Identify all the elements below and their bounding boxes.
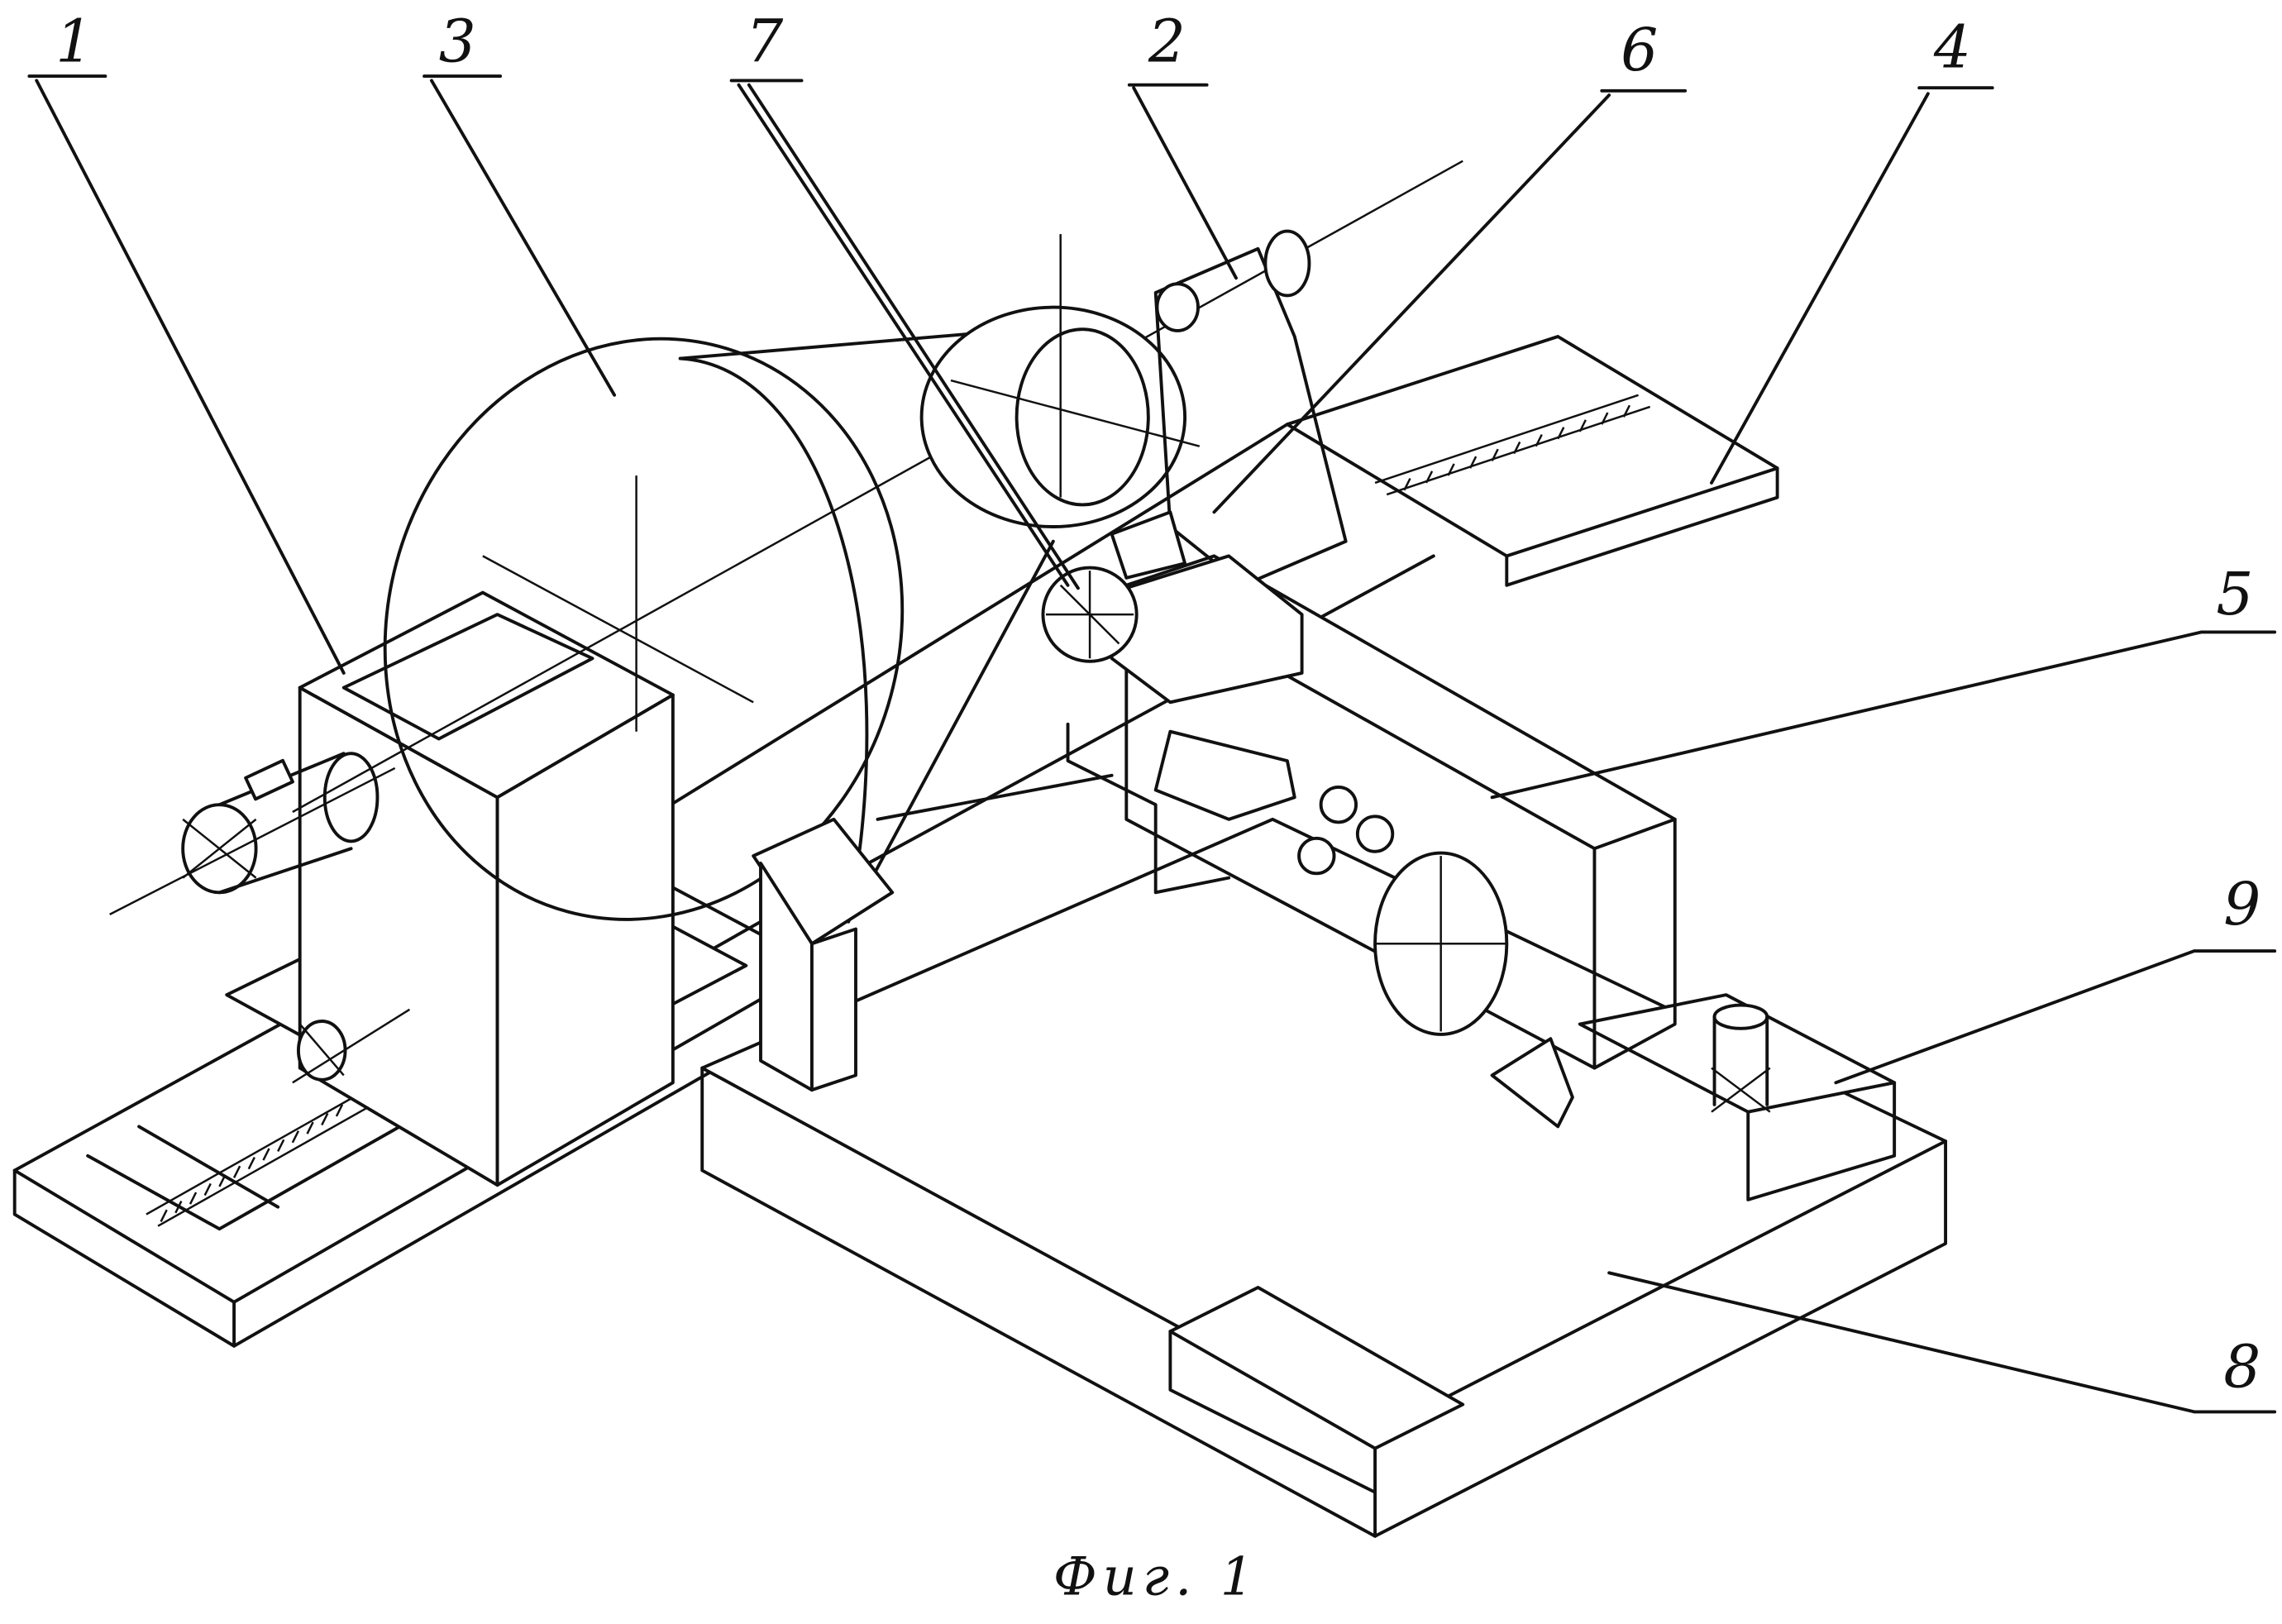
- label-8: 8: [2223, 1332, 2261, 1401]
- label-2: 2: [1148, 7, 1186, 75]
- figure-caption: Фиг. 1: [1053, 1547, 1260, 1608]
- tool-assembly: [1041, 510, 1304, 895]
- carriage-block: [1578, 993, 1897, 1201]
- label-9: 9: [2223, 870, 2261, 939]
- label-6: 6: [1621, 16, 1658, 84]
- callouts: 1 3 7 2 6 4 5 9 8 Фиг. 1: [27, 7, 2277, 1608]
- headstock: [109, 590, 748, 1187]
- label-4: 4: [1933, 12, 1971, 81]
- right-bed-rail: [1285, 335, 1779, 587]
- label-1: 1: [55, 7, 93, 75]
- tailstock: [919, 229, 1348, 587]
- label-3: 3: [439, 7, 476, 75]
- front-post: [752, 817, 895, 1092]
- label-5: 5: [2216, 560, 2253, 628]
- base-plate: [700, 817, 1948, 1538]
- label-7: 7: [746, 7, 783, 75]
